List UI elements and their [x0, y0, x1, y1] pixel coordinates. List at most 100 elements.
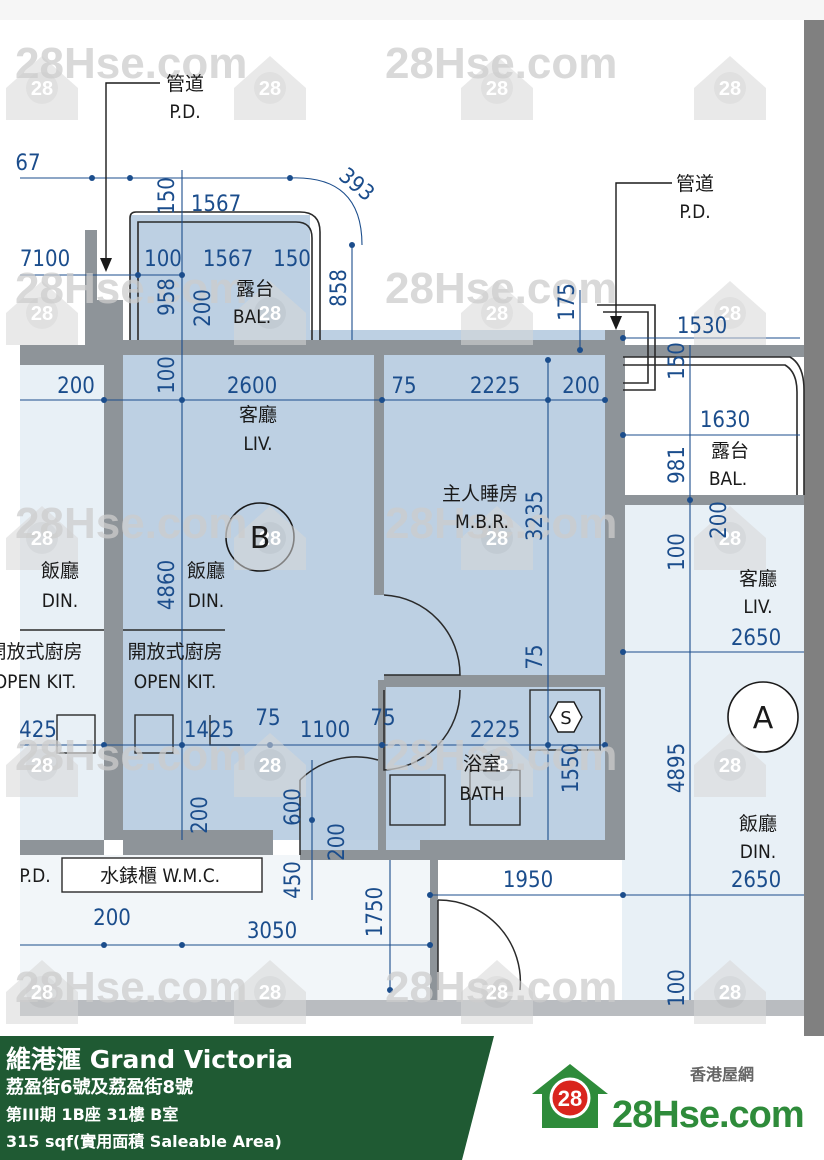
shower-tag: S	[560, 708, 571, 729]
brand-badge-number: 28	[558, 1086, 582, 1111]
walls	[20, 230, 804, 1016]
dimension-label: 1950	[503, 868, 553, 893]
dimension-label: 1100	[300, 718, 350, 743]
footer-green-panel	[0, 1036, 494, 1160]
dimension-label: 100	[665, 533, 690, 571]
brand-name: 28Hse.com	[612, 1094, 805, 1136]
dining-left-label-zh: 飯廳	[41, 560, 79, 582]
dimension-label: 2225	[470, 374, 520, 399]
watermark-badge-number: 28	[486, 303, 508, 325]
balcony-b-label-en: BAL.	[233, 306, 271, 328]
watermark-text: 28Hse.com	[15, 499, 247, 548]
project-address: 荔盈街6號及荔盈街8號	[6, 1077, 194, 1098]
dining-a-label-zh: 飯廳	[739, 813, 777, 835]
bathroom-label-en: BATH	[459, 783, 504, 805]
watermark-badge-number: 28	[259, 303, 281, 325]
watermark-badge-number: 28	[719, 982, 741, 1004]
unit-a-tag: A	[753, 701, 774, 736]
dimension-label: 100	[155, 356, 180, 394]
living-a-label-en: LIV.	[743, 596, 772, 618]
watermark-badge-number: 28	[486, 78, 508, 100]
pipe-duct-label-en: P.D.	[169, 101, 200, 123]
dimension-label: 1567	[203, 247, 253, 272]
watermark-text: 28Hse.com	[385, 731, 617, 780]
watermark-texts: 28Hse.com 28Hse.com 28Hse.com 28Hse.com …	[15, 39, 617, 1012]
leader-arrows	[100, 258, 622, 330]
watermark-badge-number: 28	[259, 528, 281, 550]
dimension-lines	[20, 170, 804, 1000]
dimension-numbers: 67 1567 7100 100 1567 150 1530 200 2600 …	[15, 151, 781, 944]
watermark-badges	[6, 56, 766, 1024]
dimension-label: 1530	[677, 314, 727, 339]
saleable-area: 315 sqf(實用面積 Saleable Area)	[6, 1132, 282, 1151]
dimension-label: 200	[191, 289, 216, 327]
dimension-label: 4860	[155, 560, 180, 610]
balcony-railings	[129, 211, 805, 495]
dimension-label: 858	[327, 269, 352, 307]
dimension-label: 75	[523, 644, 548, 669]
tag-labels: B A S	[250, 521, 774, 736]
wmc-label: 水錶櫃 W.M.C.	[100, 865, 220, 887]
pipe-duct-label-zh: 管道	[676, 173, 714, 195]
pipe-duct-short-label: P.D.	[19, 865, 50, 887]
watermark-badge-number: 28	[259, 755, 281, 777]
watermark-text: 28Hse.com	[385, 499, 617, 548]
dimension-label: 150	[155, 177, 180, 215]
watermark-badge-number: 28	[31, 982, 53, 1004]
dimension-label: 958	[155, 278, 180, 316]
master-bedroom-label-en: M.B.R.	[455, 511, 509, 533]
watermark-badge-number: 28	[486, 982, 508, 1004]
brand-subtitle: 香港屋網	[690, 1065, 755, 1084]
dimension-label: 2650	[731, 626, 781, 651]
dining-b-label-en: DIN.	[188, 590, 224, 612]
watermark-badge-number: 28	[719, 755, 741, 777]
watermark-badge-number: 28	[486, 528, 508, 550]
dimension-label: 3050	[247, 919, 297, 944]
dimension-label: 600	[281, 788, 306, 826]
watermark-badge-number: 28	[259, 78, 281, 100]
dimension-label: 75	[255, 706, 280, 731]
dimension-label: 7100	[20, 247, 70, 272]
watermark-badge-numbers: 28 28 28 28 28 28 28 28 28 28 28 28 28 2…	[31, 78, 741, 1004]
unit-info: 第III期 1B座 31樓 B室	[6, 1105, 179, 1124]
kitchen-left-label-en: OPEN KIT.	[0, 671, 76, 693]
kitchen-b-label-zh: 開放式廚房	[127, 640, 222, 663]
dimension-label: 2600	[227, 374, 277, 399]
dimension-label: 150	[665, 342, 690, 380]
dining-b-label-zh: 飯廳	[187, 560, 225, 582]
dimension-label: 1567	[191, 192, 241, 217]
dimension-label: 67	[15, 151, 40, 176]
dimension-numbers-vertical: 150 958 200 858 175 150 100 981 3235 200…	[155, 177, 732, 1007]
outer-frame-right	[804, 0, 824, 1036]
dimension-label: 4895	[665, 743, 690, 793]
balcony-a-label-en: BAL.	[709, 468, 747, 490]
dimension-label: 200	[562, 374, 600, 399]
dimension-label: 981	[665, 446, 690, 484]
dimension-label: 2225	[470, 718, 520, 743]
watermark-text: 28Hse.com	[385, 39, 617, 88]
pipe-duct-label-en: P.D.	[679, 201, 710, 223]
watermark-badge-number: 28	[31, 78, 53, 100]
footer-bar	[0, 1036, 824, 1160]
kitchen-left-label-zh: 開放式廚房	[0, 640, 83, 663]
dimension-label: 3235	[523, 491, 548, 541]
kitchen-b-label-en: OPEN KIT.	[134, 671, 217, 693]
unit-a-tag-circle	[727, 681, 799, 753]
dining-a-label-en: DIN.	[740, 841, 776, 863]
watermark-badge-number: 28	[486, 755, 508, 777]
dimension-label: 1630	[700, 408, 750, 433]
dimension-label: 2650	[731, 868, 781, 893]
bathroom-label-zh: 浴室	[463, 753, 501, 775]
watermark-badge-number: 28	[31, 755, 53, 777]
watermark-badge-number: 28	[259, 982, 281, 1004]
watermark-badge-number: 28	[31, 303, 53, 325]
dimension-label: 1750	[363, 887, 388, 937]
watermark-badge-number: 28	[719, 303, 741, 325]
dimension-label: 425	[19, 718, 57, 743]
dimension-label: 200	[707, 501, 732, 539]
dimension-label: 200	[57, 374, 95, 399]
living-b-label-en: LIV.	[243, 433, 272, 455]
project-title: 維港滙 Grand Victoria	[6, 1045, 294, 1074]
master-bedroom-label-zh: 主人睡房	[442, 483, 518, 505]
